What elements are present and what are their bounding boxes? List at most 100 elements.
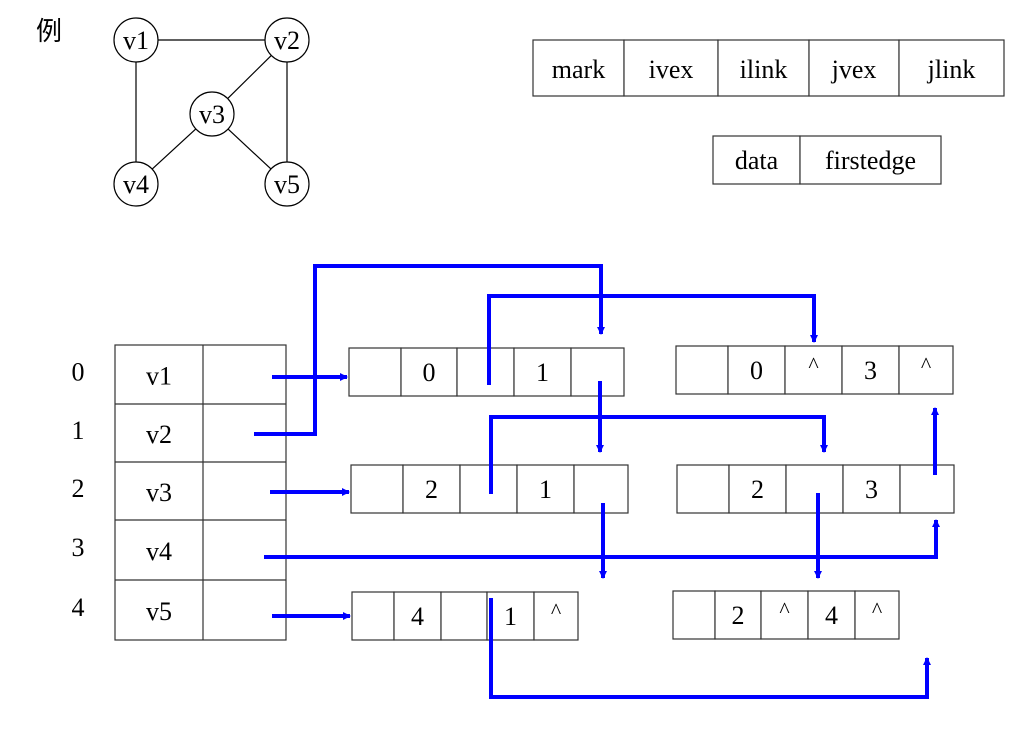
null-pointer: ^ [779, 597, 790, 622]
graph-nodes: v1 v2 v3 v4 v5 [113, 17, 310, 207]
pointer-e01-ilink [487, 294, 818, 385]
graph-vertex-v2: v2 [264, 17, 310, 63]
edge-cell-value: 2 [425, 475, 438, 504]
vertex-label: v5 [274, 170, 300, 199]
vertex-row-3: 3 v4 [72, 533, 173, 566]
edge-cell-mark [676, 464, 730, 514]
example-label: 例 [36, 17, 62, 47]
vertex-data: v1 [146, 362, 172, 391]
edge-cell-jlink [533, 591, 579, 641]
edge-cell-ilink [785, 464, 844, 514]
vertex-data: v3 [146, 478, 172, 507]
null-pointer: ^ [808, 352, 819, 377]
edge-cell-ilink [784, 345, 843, 395]
edge-cell-jlink [898, 345, 954, 395]
vertex-data: v5 [146, 597, 172, 626]
format-field-jvex: jvex [831, 55, 877, 84]
edge-cell-ilink [456, 347, 515, 397]
edge-cell-ilink [459, 464, 518, 514]
null-pointer: ^ [872, 597, 883, 622]
edge-cell-jlink [854, 590, 900, 640]
graph-vertex-v4: v4 [113, 161, 159, 207]
vertex-index: 0 [72, 358, 85, 387]
graph-vertex-v1: v1 [113, 17, 159, 63]
vertex-row-0: 0 v1 [72, 358, 173, 391]
edge-node-e24: 2 ^ 4 ^ [672, 590, 900, 640]
edge-cell-jvex [516, 464, 575, 514]
pointer-v2-firstedge [254, 264, 605, 436]
edge-cell-jlink [570, 347, 625, 397]
edge-cell-value: 0 [423, 358, 436, 387]
pointers [254, 264, 940, 699]
format-field-data: data [735, 146, 779, 175]
format-cell-jlink [898, 39, 1005, 97]
vertex-label: v3 [199, 100, 225, 129]
null-pointer: ^ [551, 598, 562, 623]
format-field-ilink: ilink [740, 55, 788, 84]
edge-cell-ivex [393, 591, 442, 641]
edge-cell-mark [672, 590, 716, 640]
edge-cell-ivex [714, 590, 762, 640]
vertex-row-4: 4 v5 [72, 593, 173, 626]
graph-edge-v3-v4 [151, 128, 197, 170]
edge-cell-value: 2 [732, 601, 745, 630]
edge-cell-ivex [400, 347, 458, 397]
vertex-index: 4 [72, 593, 85, 622]
edge-cell-value: 3 [864, 356, 877, 385]
vertex-circle [113, 161, 159, 207]
edge-node-e03: 0 ^ 3 ^ [675, 345, 954, 395]
vertex-label: v4 [123, 170, 149, 199]
vertex-row-1: 1 v2 [72, 416, 173, 449]
pointer-e41-ilink [489, 598, 931, 699]
vertex-table-frame [114, 344, 287, 641]
null-pointer: ^ [921, 352, 932, 377]
edge-cell-value: 4 [825, 601, 838, 630]
edge-cell-mark [350, 464, 404, 514]
vertex-circle [113, 17, 159, 63]
graph-edges [135, 39, 288, 170]
vertex-circle [264, 161, 310, 207]
vertex-node-format: data firstedge [712, 135, 942, 185]
vertex-index: 1 [72, 416, 85, 445]
edge-cell-ilink [760, 590, 809, 640]
format-cell-ilink [717, 39, 810, 97]
vertex-index: 3 [72, 533, 85, 562]
edge-cell-mark [675, 345, 729, 395]
edge-cell-value: 1 [504, 602, 517, 631]
edge-cell-ilink [440, 591, 488, 641]
vertex-label: v2 [274, 26, 300, 55]
pointer-v4-firstedge [264, 519, 940, 559]
vertex-data: v4 [146, 537, 172, 566]
edge-cell-ivex [728, 464, 787, 514]
edge-cell-value: 0 [750, 356, 763, 385]
graph-vertex-v5: v5 [264, 161, 310, 207]
edge-cell-value: 3 [865, 475, 878, 504]
format-field-ivex: ivex [649, 55, 694, 84]
graph-vertex-v3: v3 [189, 91, 235, 137]
vertex-label: v1 [123, 26, 149, 55]
graph-edge-v3-v5 [227, 128, 272, 170]
format-cell-jvex [808, 39, 900, 97]
format-field-jlink: jlink [927, 55, 976, 84]
vertex-circle [189, 91, 235, 137]
pointer-e21-ilink [489, 415, 828, 494]
edge-cell-mark [348, 347, 402, 397]
vertex-data: v2 [146, 420, 172, 449]
edge-cell-jlink [899, 464, 955, 514]
edge-cell-value: 1 [539, 475, 552, 504]
graph-edge-v2-v3 [227, 55, 272, 99]
format-field-firstedge: firstedge [825, 146, 916, 175]
edge-cell-value: 1 [536, 358, 549, 387]
format-cell-data [712, 135, 801, 185]
edge-cell-mark [351, 591, 395, 641]
vertex-circle [264, 17, 310, 63]
